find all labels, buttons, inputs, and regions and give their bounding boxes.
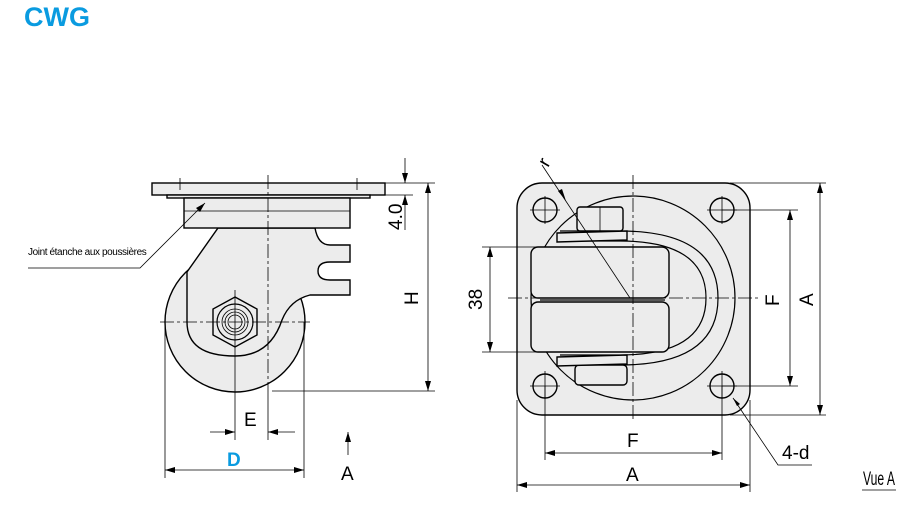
dust-seal (183, 197, 351, 229)
bracket (186, 227, 351, 357)
dim-height: H (402, 291, 423, 305)
dim-hole-pitch-horizontal: F (627, 431, 639, 452)
wheel-lower (530, 301, 670, 353)
dim-radius: r (534, 154, 556, 171)
seal-label: Joint étanche aux poussières (28, 247, 147, 258)
view-caption: Vue A (863, 469, 895, 490)
dim-diameter: D (227, 450, 241, 471)
dim-holes: 4-d (782, 443, 809, 464)
dim-thickness: 4.0 (386, 204, 407, 230)
dim-plate-horizontal: A (626, 465, 639, 486)
product-code-title: CWG (24, 2, 90, 32)
side-view: Joint étanche aux poussières 4.0 H E D A (28, 158, 435, 485)
top-view: r 38 F A F A 4-d Vue (466, 154, 896, 492)
view-arrow-label: A (341, 464, 354, 485)
dim-offset: E (244, 410, 257, 431)
dim-wheel-width: 38 (466, 289, 487, 310)
dim-plate-vertical: A (797, 293, 818, 306)
dim-hole-pitch-vertical: F (763, 294, 784, 306)
wheel-upper (530, 246, 670, 299)
mounting-plate (151, 182, 386, 196)
